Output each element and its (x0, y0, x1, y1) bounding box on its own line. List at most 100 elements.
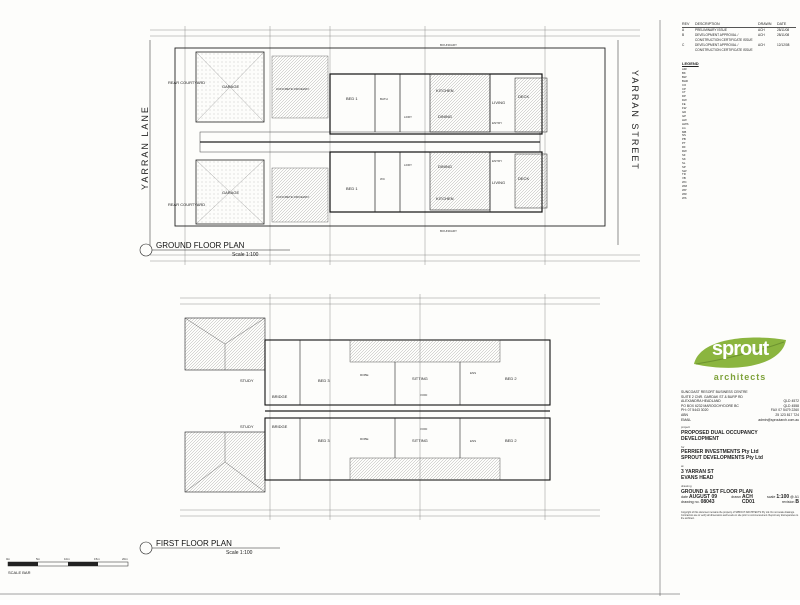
dwelling1-bed1-label: BED 1 (346, 96, 358, 101)
office-state2: QLD 4558 (783, 403, 799, 408)
project-line1: PROPOSED DUAL OCCUPANCY (681, 429, 758, 436)
scale-tick-2: 10m (64, 557, 70, 561)
legend-code: CT (682, 90, 686, 95)
revision-table-head: REV DESCRIPTION DRAWN DATE (682, 22, 796, 28)
drawing-label: drawing (681, 483, 692, 488)
first-floor-title-text: FIRST FLOOR PLAN (156, 539, 232, 548)
site-line1: 3 YARRAN ST (681, 468, 714, 475)
first-dimension-lines (180, 294, 600, 520)
legend-code: CO (682, 82, 687, 87)
garage-upper-label: GARAGE (222, 84, 239, 89)
legend-item: GP (682, 113, 796, 119)
boundary-top-label: BOUNDARY (440, 43, 457, 47)
legend-item: WM (682, 184, 796, 189)
void-lower-label: VOID (420, 427, 428, 431)
dwelling1-dining-label: DINING (438, 114, 452, 119)
dwelling2-dining-label: DINING (438, 164, 452, 169)
project-label: project (681, 425, 691, 430)
office-line1: SUNCOAST RESORT BUSINESS CENTRE (681, 390, 748, 394)
email-value[interactable]: admin@sproutarch.com.au (758, 417, 799, 422)
legend-item: DP (682, 94, 796, 99)
plan-area: YARRAN LANE YARRAN STREET GARAGE GARAGE … (0, 20, 680, 596)
legend-item: RF (682, 145, 796, 150)
bed3-upper-label: BED 3 (318, 378, 330, 383)
drawing-date-row: date AUGUST 09 drawn ACH scale 1:100 @ A… (681, 493, 799, 500)
legend-code: SK (682, 156, 686, 161)
scale-bar: 0m 5m 10m 15m 20m SCALE BAR (6, 557, 128, 575)
project-line2: DEVELOPMENT (681, 435, 720, 442)
legend-code: RW (682, 149, 687, 154)
copyright-note: Copyright of this document remains the p… (681, 510, 799, 520)
architectural-plans: YARRAN LANE YARRAN STREET GARAGE GARAGE … (0, 20, 680, 596)
robe-lower-label: ROBE (360, 437, 369, 441)
client-line1: PERRIER INVESTMENTS Pty Ltd (681, 449, 759, 456)
sheet-size: @ A1 (790, 494, 799, 499)
dwelling1-bath-label: BATH (380, 97, 388, 101)
driveway-upper (271, 55, 329, 119)
legend-item: HWS (682, 122, 796, 127)
legend-code: SF (682, 152, 686, 157)
legend-item: BK (682, 70, 796, 76)
rev-c-drawn: ACH (758, 43, 765, 47)
rev-c-date: 12/12/08 (777, 43, 790, 47)
rev-a-desc: PRELIMINARY ISSUE (695, 28, 727, 32)
legend-code: LG (682, 125, 686, 130)
rev-c-desc: DEVELOPMENT APPROVAL / CONSTRUCTION CERT… (695, 43, 753, 52)
garage-lower-cross (195, 159, 265, 225)
dwelling2-wc-label: WC (380, 177, 386, 181)
legend-code: TR (682, 172, 686, 177)
legend-item: SL (682, 160, 796, 166)
revision-row: C DEVELOPMENT APPROVAL / CONSTRUCTION CE… (682, 43, 796, 53)
void-upper-label: VOID (420, 393, 428, 397)
bridge-upper-label: BRIDGE (272, 394, 288, 399)
legend-code: WM (682, 184, 687, 189)
client-label: for (681, 444, 685, 449)
driveway-upper-label: CONCRETE DRIVEWAY (276, 87, 309, 91)
legend-code: GD (682, 109, 687, 114)
legend-code: SL (682, 160, 686, 165)
driveway-lower (271, 167, 329, 223)
bridge-lower-label: BRIDGE (272, 424, 288, 429)
rev-head-date: DATE (777, 22, 787, 26)
dwelling2-kitchen (429, 151, 491, 211)
client-line2: SPROUT DEVELOPMENTS Pty Ltd (681, 455, 763, 462)
drawing-code: CD01 (741, 498, 755, 505)
rev-head-desc: DESCRIPTION (695, 22, 720, 26)
dwelling2-roof-strip (349, 457, 501, 481)
legend-item: CP (682, 87, 796, 92)
title-block: REV DESCRIPTION DRAWN DATE A PRELIMINARY… (682, 22, 796, 596)
legend-code: NS (682, 133, 686, 138)
bed2-lower-label: BED 2 (505, 438, 517, 443)
ground-dimension-lines (150, 26, 640, 265)
drawing-no-label: drawing no. (681, 499, 700, 504)
courtyard-lower-label: REAR COURTYARD (168, 202, 205, 207)
scale-value: 1:100 (776, 493, 790, 500)
legend-item: AIR (682, 67, 796, 72)
ground-floor-scale: Scale 1:100 (232, 252, 259, 258)
office-row-email: EMAIL admin@sproutarch.com.au (681, 418, 799, 423)
legend-code: HW (682, 117, 687, 122)
first-floor-title: FIRST FLOOR PLAN Scale 1:100 (139, 539, 280, 556)
legend-code: RF (682, 145, 686, 150)
legend-item: TR (682, 173, 796, 177)
legend-item: FW (682, 106, 796, 111)
legend-item: GD (682, 109, 796, 115)
street-label: YARRAN STREET (630, 70, 640, 171)
legend-item: CO (682, 82, 796, 88)
scale-tick-0: 0m (6, 557, 11, 561)
revision-row: A PRELIMINARY ISSUE ACH 28/11/08 (682, 28, 796, 33)
office-line3: ALEXANDRA HEADLAND (681, 399, 721, 404)
legend-item: RW (682, 149, 796, 154)
revision-row: B DEVELOPMENT APPROVAL / CONSTRUCTION CE… (682, 33, 796, 43)
legend-code: BK (682, 70, 686, 75)
dwelling1-ldry-label: LDRY (404, 115, 412, 119)
office-phone: PH: 07 5443 3020 (681, 408, 709, 413)
dwelling2-ldry-label: LDRY (404, 163, 412, 167)
legend-code: DP (682, 94, 686, 99)
scale-tick-1: 5m (36, 557, 41, 561)
dwelling1-roof-strip (349, 339, 501, 363)
legend-code: GP (682, 113, 687, 118)
garage-lower-label: GARAGE (222, 190, 239, 195)
legend-item: WS (682, 196, 796, 201)
